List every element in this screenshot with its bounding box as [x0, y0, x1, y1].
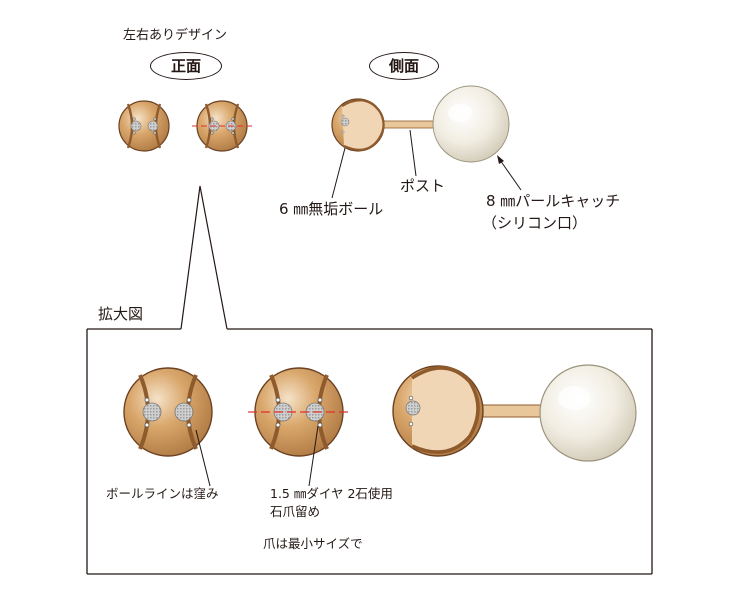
side-view-badge: 側面	[369, 52, 439, 80]
catch-sub-label: （シリコン口）	[482, 214, 588, 232]
ball-line-note: ボールラインは窪み	[106, 486, 219, 501]
side-pearl-small	[432, 85, 510, 163]
leader-ball	[331, 147, 346, 199]
front-ball-left-small	[118, 100, 170, 152]
top-title: 左右ありデザイン	[123, 28, 228, 43]
enlarged-title: 拡大図	[98, 305, 144, 323]
leader-ball-line	[195, 429, 211, 487]
post-label: ポスト	[400, 177, 446, 195]
front-view-label: 正面	[170, 57, 201, 75]
claw-note: 爪は最小サイズで	[263, 536, 363, 551]
leader-catch	[497, 155, 522, 191]
front-ball-right-small	[192, 100, 253, 152]
side-pearl-large	[539, 364, 637, 462]
leader-post	[409, 129, 417, 177]
side-post-large	[477, 404, 551, 418]
front-ball-left-large	[123, 367, 213, 457]
diamond-note: 1.5 ㎜ダイヤ 2石使用	[270, 486, 393, 501]
leader-diamond	[308, 425, 319, 487]
side-ball-large	[392, 365, 484, 457]
side-view-label: 側面	[388, 57, 419, 75]
catch-label: 8 ㎜パールキャッチ	[486, 192, 621, 210]
callout-wedge	[180, 185, 228, 330]
side-post-small	[381, 120, 437, 129]
side-ball-small	[331, 98, 385, 152]
enlarged-box	[86, 328, 653, 575]
ball-label: 6 ㎜無垢ボール	[279, 200, 384, 218]
setting-note: 石爪留め	[270, 504, 321, 519]
front-view-badge: 正面	[150, 52, 222, 80]
front-ball-right-large	[248, 367, 352, 457]
